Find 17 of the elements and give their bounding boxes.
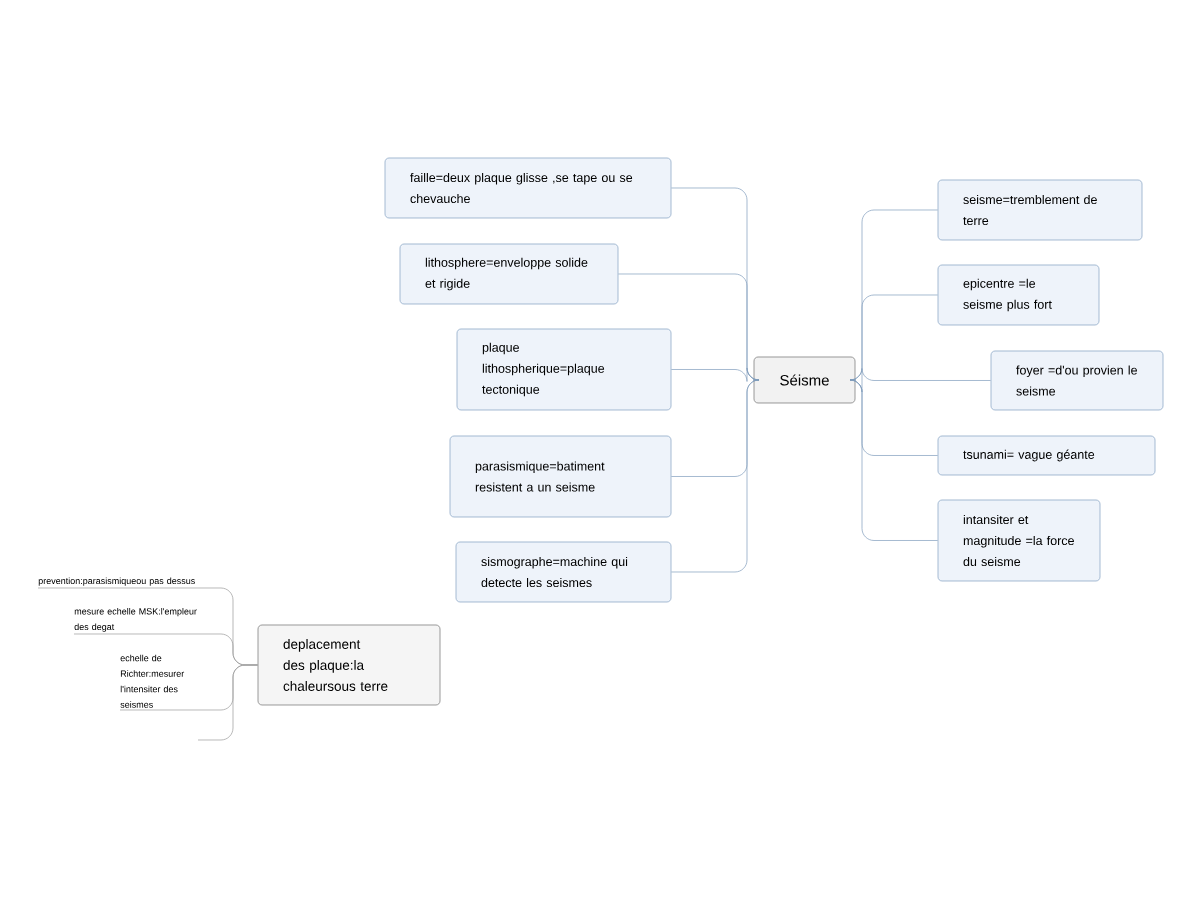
topic-box: tsunami= vague géante — [937, 435, 1156, 476]
topic-box: parasismique=batiment resistent a un seisme — [449, 435, 672, 518]
branch-line — [197, 664, 258, 741]
topic-box: epicentre =le seisme plus fort — [937, 264, 1100, 326]
topic-box: lithosphere=enveloppe solide et rigide — [399, 243, 619, 305]
subtopic-text: prevention:parasismiqueou pas dessus — [38, 577, 195, 586]
floating-topic-box: deplacement des plaque:la chaleursous terre — [257, 624, 441, 706]
branch-line — [849, 379, 938, 541]
topic-box: seisme=tremblement de terre — [937, 179, 1143, 241]
topic-box: sismographe=machine qui detecte les seismes — [455, 541, 672, 603]
topic-box: intansiter et magnitude =la force du seisme — [937, 499, 1101, 582]
central-topic-box: Séisme — [753, 356, 856, 404]
topic-box: plaque lithospherique=plaque tectonique — [456, 328, 672, 411]
subtopic-text: echelle de Richter:mesurer l'intensiter des seismes — [120, 654, 185, 708]
subtopic-text: mesure echelle MSK:l'empleur des degat — [74, 607, 197, 632]
topic-box: foyer =d'ou provien le seisme — [990, 350, 1164, 411]
topic-box: faille=deux plaque glisse ,se tape ou se chevauche — [384, 157, 672, 219]
